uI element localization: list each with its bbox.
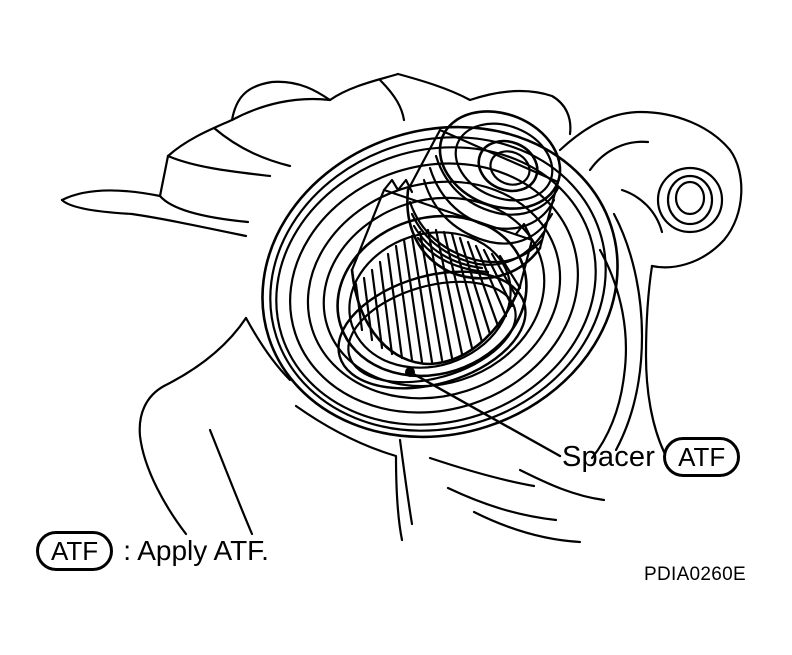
shaft-end-face	[438, 110, 562, 210]
atf-badge: ATF	[663, 437, 741, 477]
spacer-label: Spacer	[562, 440, 656, 473]
figure-code: PDIA0260E	[644, 564, 746, 585]
transaxle-case-outline	[60, 72, 743, 544]
spacer-ring	[337, 270, 527, 390]
drum-rings	[261, 125, 619, 439]
legend-atf-badge: ATF	[36, 531, 114, 571]
spacer-leader-line	[405, 367, 562, 458]
spacer-callout: Spacer ATF	[562, 434, 741, 480]
legend-text: : Apply ATF.	[123, 535, 269, 566]
legend: ATF : Apply ATF.	[36, 528, 269, 574]
splined-shaft	[350, 178, 534, 366]
mounting-boss	[656, 166, 724, 234]
